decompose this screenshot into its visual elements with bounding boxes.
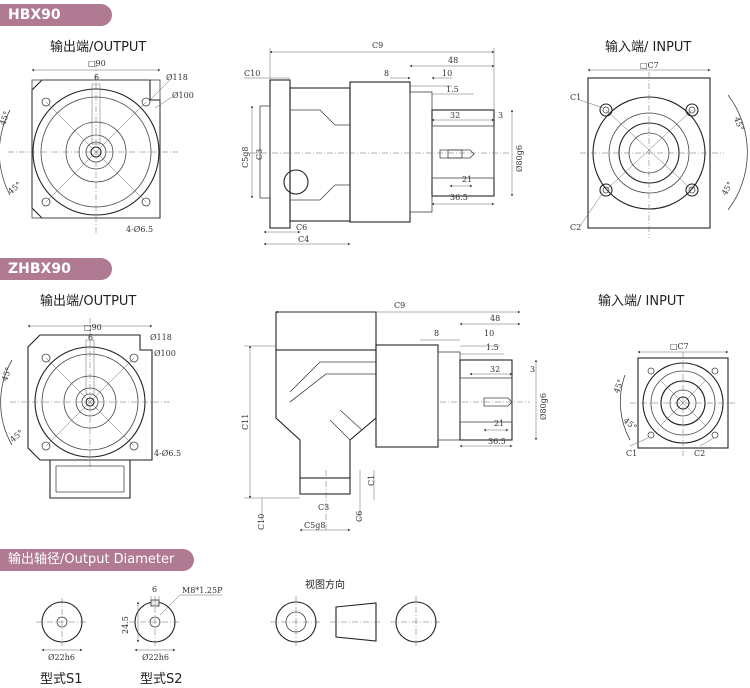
zhbx-dim-6: 6: [88, 333, 93, 342]
hbx-dim-3: 3: [498, 111, 503, 120]
zhbx-dim-c5: C5g8: [304, 521, 325, 530]
zhbx-dim-1-5: 1.5: [486, 343, 499, 352]
zhbx-dim-c11: C11: [241, 414, 250, 430]
hbx-input-dim-45a: 45°: [732, 116, 745, 132]
hbx-input-dim-c2: C2: [570, 223, 581, 232]
zhbx-dim-45a: 45°: [0, 366, 13, 382]
zhbx-dim-48: 48: [490, 314, 500, 323]
hbx-output-view: [0, 62, 178, 235]
view-direction-label: 视图方向: [305, 580, 345, 591]
zhbx-dim-c10: C10: [257, 514, 266, 530]
zhbx-dim-sq90: □90: [84, 323, 102, 332]
hbx-dim-c4: C4: [298, 235, 309, 244]
zhbx-output-view: [0, 318, 170, 499]
hbx-dim-d80: Ø80g6: [515, 145, 524, 172]
hbx-dim-36-5: 36.5: [450, 193, 468, 202]
hbx-input-view: [579, 68, 748, 238]
zhbx-dim-holes: 4-Ø6.5: [154, 449, 181, 458]
hbx-dim-c9: C9: [372, 41, 383, 50]
zhbx-side-view: [244, 310, 538, 532]
s2-dim-d22: Ø22h6: [142, 653, 169, 662]
zhbx-dim-d80: Ø80g6: [539, 393, 548, 420]
zhbx-output-label: 输出端/OUTPUT: [40, 294, 137, 309]
hbx-input-label: 输入端/ INPUT: [605, 40, 692, 55]
shaft-s2: [129, 594, 222, 652]
zhbx-dim-8: 8: [434, 329, 439, 338]
hbx-dim-8: 8: [384, 69, 389, 78]
view-direction-diagram: [270, 596, 442, 648]
hbx-dim-21: 21: [462, 175, 472, 184]
hbx-dim-c5: C5g8: [241, 147, 250, 168]
section-tag-output-diameter: 输出轴径/Output Diameter: [0, 549, 194, 571]
zhbx-dim-3: 3: [530, 365, 535, 374]
zhbx-input-dim-45a: 45°: [612, 378, 625, 394]
zhbx-dim-32: 32: [490, 365, 500, 374]
hbx-dim-c3: C3: [255, 149, 264, 160]
hbx-dim-45b: 45°: [6, 180, 23, 196]
hbx-dim-holes: 4-Ø6.5: [126, 225, 153, 234]
type-s1-label: 型式S1: [40, 672, 83, 687]
hbx-dim-d100: Ø100: [172, 91, 194, 100]
zhbx-dim-c3: C3: [318, 503, 329, 512]
hbx-dim-6: 6: [94, 73, 99, 82]
hbx-dim-sq90: □90: [88, 59, 106, 68]
hbx-output-label: 输出端/OUTPUT: [50, 40, 147, 55]
zhbx-input-label: 输入端/ INPUT: [598, 294, 685, 309]
zhbx-input-view: [619, 350, 736, 456]
zhbx-dim-45b: 45°: [8, 428, 25, 444]
zhbx-dim-36-5: 36.5: [488, 437, 506, 446]
type-s2-label: 型式S2: [140, 672, 183, 687]
shaft-s1: [36, 598, 88, 652]
hbx-dim-c6: C6: [296, 223, 307, 232]
hbx-input-dim-45b: 45°: [720, 180, 735, 197]
zhbx-input-dim-45b: 45°: [622, 416, 639, 432]
zhbx-dim-c6: C6: [355, 511, 364, 522]
hbx-dim-48: 48: [448, 56, 458, 65]
zhbx-dim-c9: C9: [394, 301, 405, 310]
s2-dim-6: 6: [152, 585, 157, 594]
zhbx-dim-d100: Ø100: [154, 349, 176, 358]
hbx-dim-1-5: 1.5: [446, 85, 459, 94]
section-tag-hbx90: HBX90: [0, 4, 112, 26]
zhbx-dim-21: 21: [494, 419, 504, 428]
hbx-dim-10: 10: [442, 69, 452, 78]
s2-dim-24-5: 24.5: [121, 616, 130, 634]
s2-dim-m8: M8*1.25P: [182, 586, 223, 595]
hbx-dim-c10: C10: [244, 69, 260, 78]
zhbx-dim-c1: C1: [367, 475, 376, 486]
zhbx-input-dim-c2: C2: [694, 449, 705, 458]
hbx-input-dim-c1: C1: [570, 93, 581, 102]
s1-dim-d22: Ø22h6: [48, 653, 75, 662]
zhbx-input-dim-c7: □C7: [670, 342, 689, 351]
hbx-side-view: [244, 48, 514, 246]
section-tag-zhbx90: ZHBX90: [0, 258, 112, 280]
hbx-input-dim-c7: □C7: [640, 61, 659, 70]
zhbx-dim-d118: Ø118: [150, 333, 172, 342]
hbx-dim-d118: Ø118: [166, 73, 188, 82]
hbx-dim-32: 32: [450, 111, 460, 120]
hbx-dim-45a: 45°: [0, 110, 11, 126]
zhbx-dim-10: 10: [484, 329, 494, 338]
zhbx-input-dim-c1: C1: [626, 449, 637, 458]
